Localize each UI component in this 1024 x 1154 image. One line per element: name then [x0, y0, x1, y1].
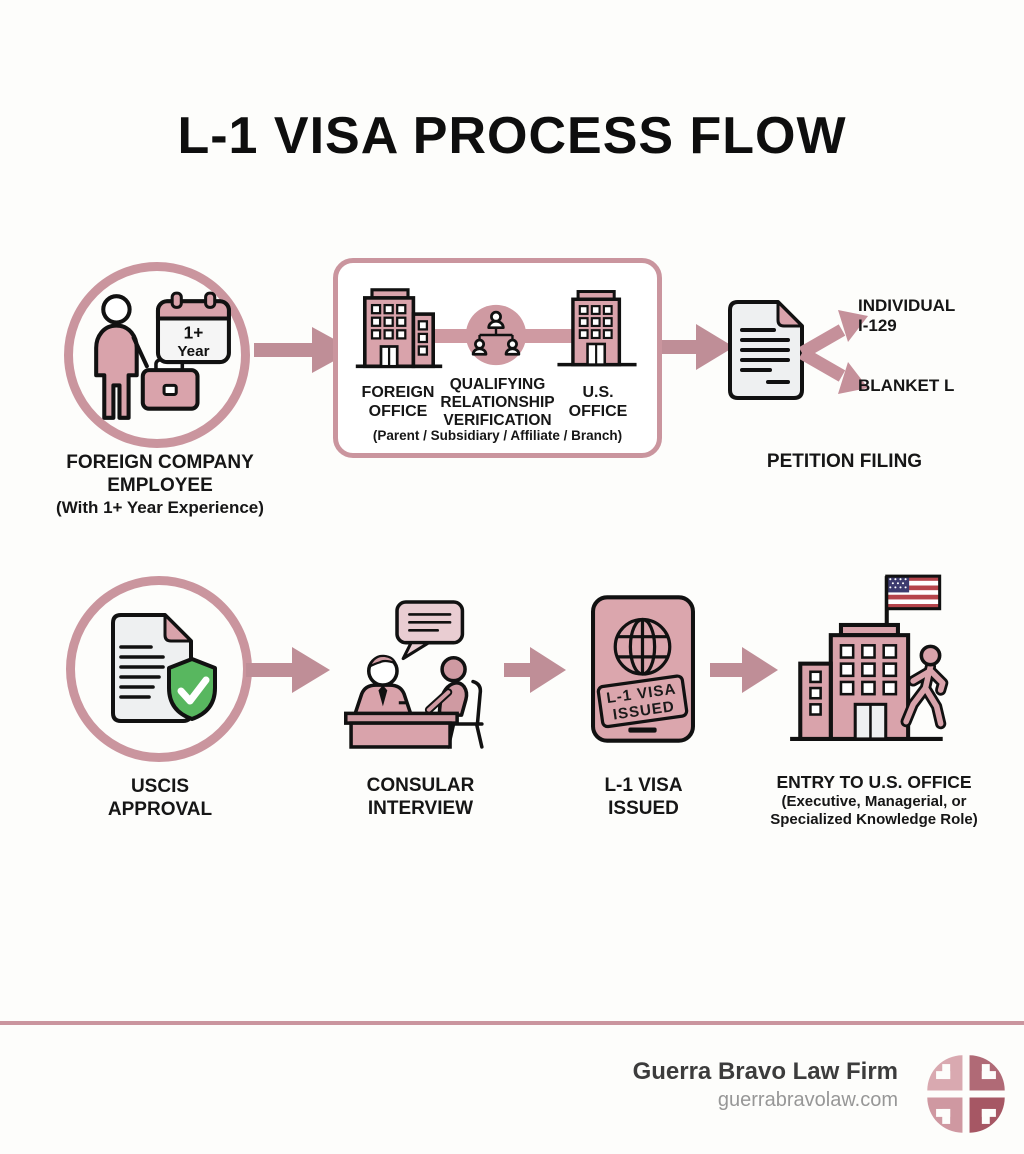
arrow-qualifying-to-petition: [662, 324, 734, 370]
foreign-office-building-icon: [355, 288, 443, 369]
calendar-text-line1: 1+: [184, 323, 204, 343]
us-flag-icon: [885, 574, 942, 611]
arrow-interview-to-visa: [504, 647, 566, 693]
arrow-uscis-to-interview: [246, 647, 330, 693]
petition-document-icon: [728, 300, 804, 400]
firm-name: Guerra Bravo Law Firm: [632, 1058, 898, 1085]
foreign-employee-badge: 1+ Year: [64, 262, 250, 448]
foreign-employee-label: FOREIGN COMPANY EMPLOYEE (With 1+ Year E…: [56, 452, 264, 517]
employee-calendar-icon: 1+ Year: [94, 291, 231, 420]
uscis-approval-badge: [66, 576, 252, 762]
relationship-types-label: (Parent / Subsidiary / Affiliate / Branc…: [372, 428, 623, 443]
visa-issued-label: L-1 VISA ISSUED: [604, 775, 683, 819]
qualifying-verification-label: QUALIFYING RELATIONSHIP VERIFICATION: [440, 376, 555, 429]
arrow-visa-to-entry: [710, 647, 778, 693]
calendar-text-line2: Year: [177, 343, 209, 360]
walking-person-icon: [900, 644, 949, 730]
footer-divider: [0, 1021, 1024, 1025]
page-title: L-1 VISA PROCESS FLOW: [177, 107, 847, 165]
uscis-approval-label: USCIS APPROVAL: [107, 776, 213, 820]
consular-interview-icon: [344, 600, 484, 749]
approved-document-shield-icon: [111, 613, 217, 723]
firm-logo: [927, 1055, 1005, 1133]
passport-visa-icon: L-1 VISA ISSUED: [591, 595, 695, 743]
us-office-entry-icon: [790, 574, 949, 741]
qualifying-relationship-box: FOREIGN OFFICE QUALIFYING RELATIONSHIP V…: [333, 258, 662, 458]
petition-branch-arrows: [800, 310, 868, 394]
org-chart-icon: [465, 304, 527, 366]
blanket-l-label: BLANKET L: [858, 376, 955, 395]
foreign-office-label: FOREIGN OFFICE: [361, 384, 435, 421]
us-office-building-icon: [557, 290, 637, 367]
individual-i129-label: INDIVIDUAL I-129: [858, 296, 956, 336]
footer-text-block: Guerra Bravo Law Firm guerrabravolaw.com: [633, 1058, 898, 1113]
petition-filing-label: PETITION FILING: [766, 451, 923, 472]
consular-interview-label: CONSULAR INTERVIEW: [366, 775, 475, 819]
firm-website: guerrabravolaw.com: [717, 1088, 898, 1111]
us-office-label: U.S. OFFICE: [568, 384, 628, 421]
entry-us-office-label: ENTRY TO U.S. OFFICE (Executive, Manager…: [770, 772, 978, 828]
